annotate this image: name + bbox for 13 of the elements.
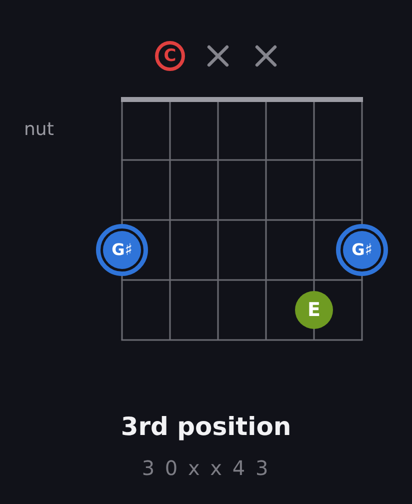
cross-icon <box>207 45 229 67</box>
note-name: C <box>164 48 176 64</box>
fingering-code: 3 0 x x 4 3 <box>142 456 270 480</box>
note-name: G♯ <box>112 242 132 258</box>
note-name: E <box>308 300 320 320</box>
note-dot <box>336 224 388 276</box>
note-name: G♯ <box>352 242 372 258</box>
note-dot <box>96 224 148 276</box>
chord-title: 3rd position <box>120 412 292 441</box>
note-dot <box>295 291 333 329</box>
cross-icon <box>255 45 277 67</box>
fret-label: nut <box>24 119 54 140</box>
note-ring <box>155 41 185 71</box>
